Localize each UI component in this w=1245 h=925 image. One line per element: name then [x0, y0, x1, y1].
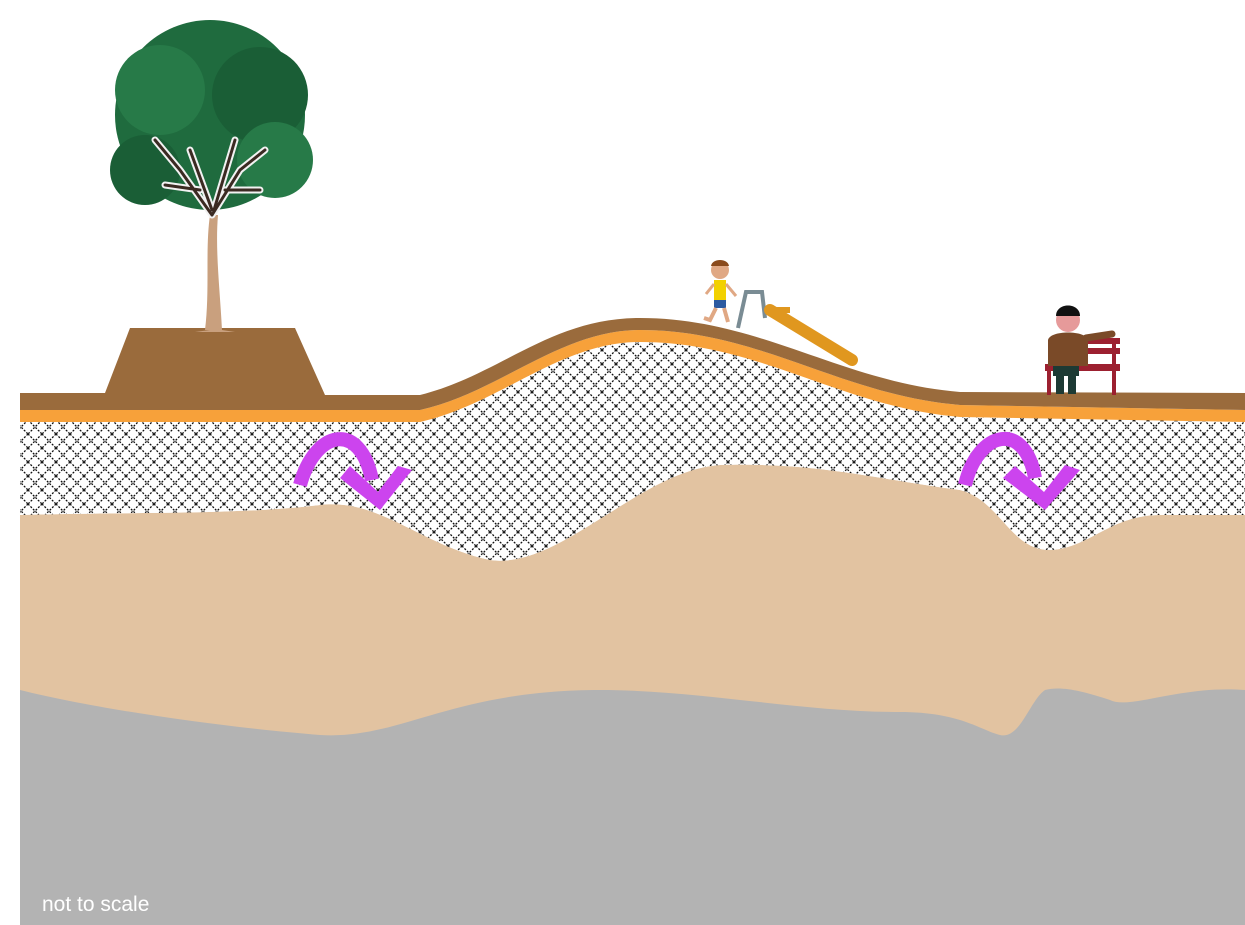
tree-icon — [110, 20, 313, 332]
scale-note: not to scale — [42, 893, 149, 917]
child-icon — [704, 260, 736, 322]
